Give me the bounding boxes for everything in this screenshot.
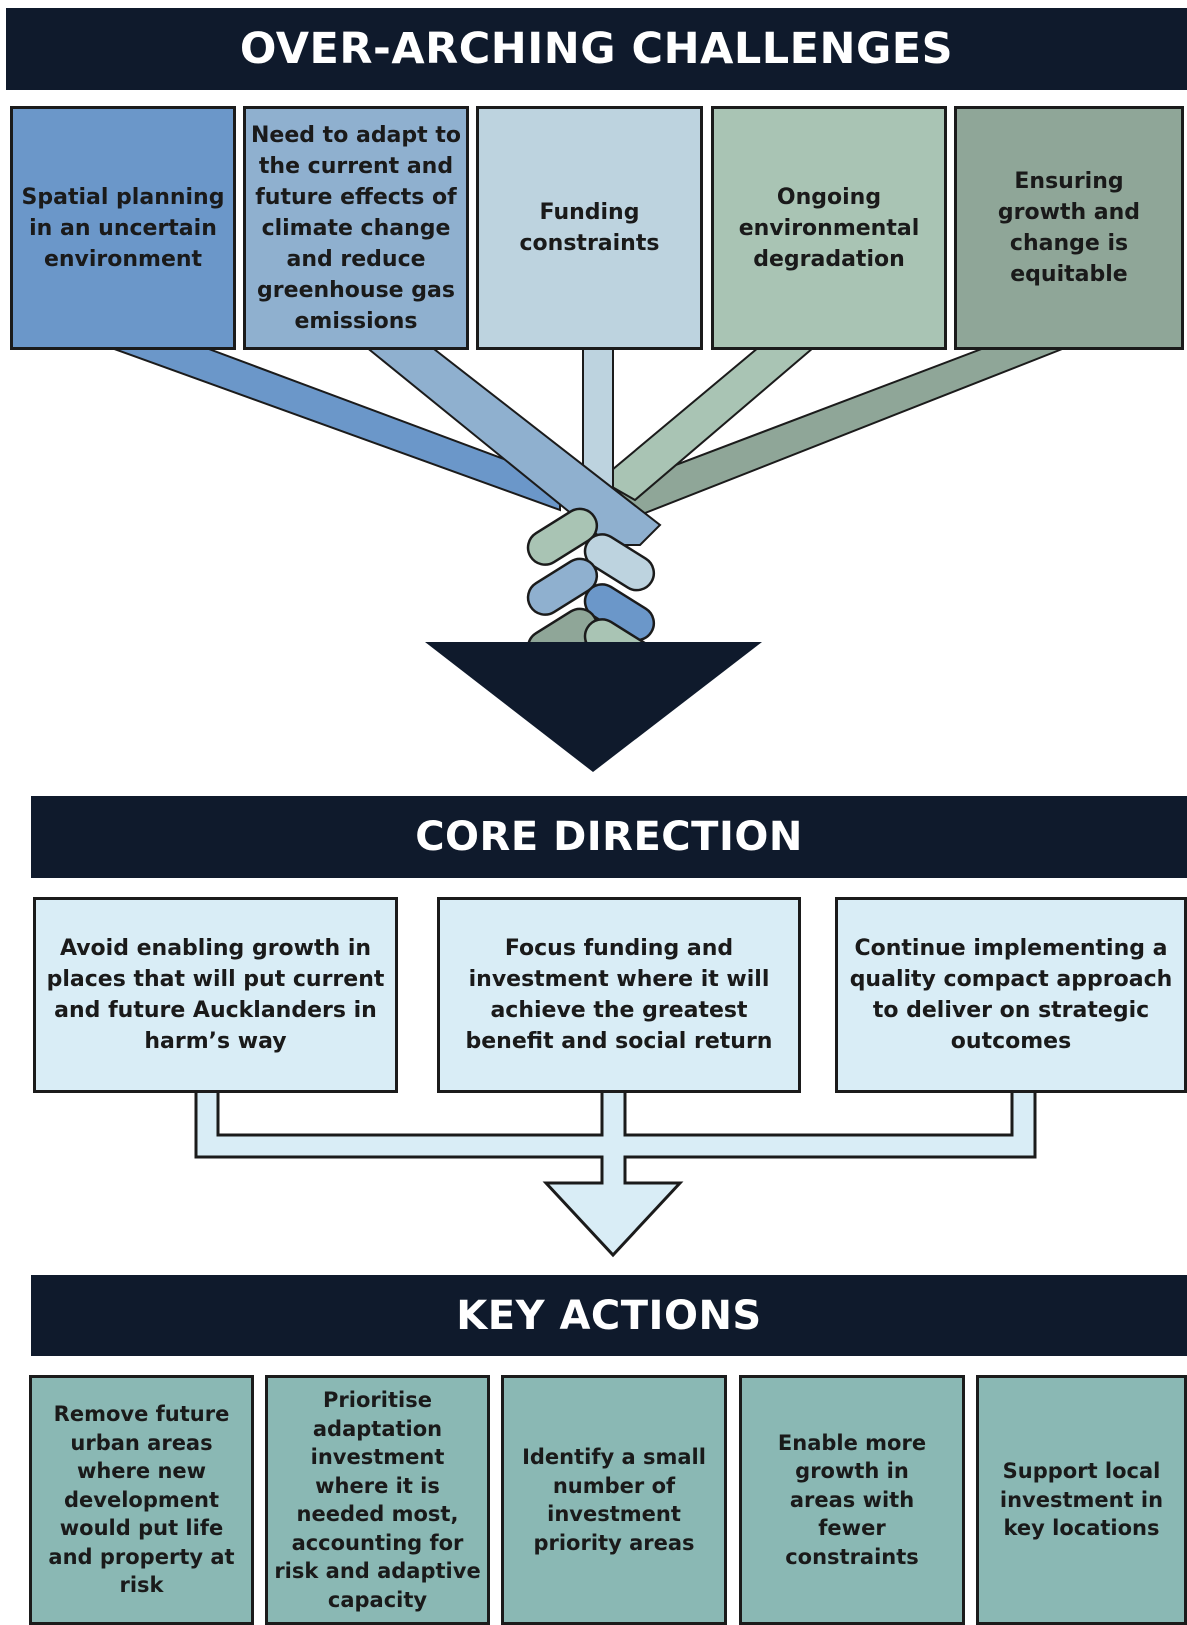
key-action-label-5: Support local investment in key location… — [999, 1459, 1164, 1541]
key-actions-title: KEY ACTIONS — [456, 1292, 762, 1339]
key-action-box-4: Enable more growth in areas with fewer c… — [739, 1375, 965, 1625]
challenge-box-4: Ongoing environmental degradation — [711, 106, 947, 350]
challenge-label-1: Spatial planning in an uncertain environ… — [21, 184, 225, 272]
key-action-label-4: Enable more growth in areas with fewer c… — [777, 1430, 927, 1569]
key-action-box-2: Prioritise adaptation investment where i… — [265, 1375, 490, 1625]
challenge-label-3: Funding constraints — [519, 200, 660, 256]
key-action-box-3: Identify a small number of investment pr… — [501, 1375, 727, 1625]
challenge-label-5: Ensuring growth and change is equitable — [997, 169, 1141, 287]
core-direction-label-2: Focus funding and investment where it wi… — [465, 936, 773, 1054]
challenge-label-2: Need to adapt to the current and future … — [251, 122, 461, 334]
challenges-title: OVER-ARCHING CHALLENGES — [239, 24, 954, 74]
key-action-box-1: Remove future urban areas where new deve… — [29, 1375, 254, 1625]
key-action-label-2: Prioritise adaptation investment where i… — [274, 1388, 481, 1612]
challenge-box-1: Spatial planning in an uncertain environ… — [10, 106, 236, 350]
key-action-label-1: Remove future urban areas where new deve… — [48, 1402, 235, 1598]
key-action-label-3: Identify a small number of investment pr… — [522, 1445, 706, 1555]
core-direction-box-2: Focus funding and investment where it wi… — [437, 897, 801, 1093]
key-action-box-5: Support local investment in key location… — [976, 1375, 1187, 1625]
core-direction-banner: CORE DIRECTION — [31, 796, 1187, 878]
down-arrow-dark — [425, 642, 762, 772]
challenge-box-3: Funding constraints — [476, 106, 703, 350]
core-direction-box-3: Continue implementing a quality compact … — [835, 897, 1187, 1093]
challenge-box-2: Need to adapt to the current and future … — [243, 106, 469, 350]
core-direction-box-1: Avoid enabling growth in places that wil… — [33, 897, 398, 1093]
challenge-label-4: Ongoing environmental degradation — [738, 184, 920, 272]
core-direction-label-3: Continue implementing a quality compact … — [849, 936, 1173, 1054]
key-actions-banner: KEY ACTIONS — [31, 1275, 1187, 1356]
core-direction-title: CORE DIRECTION — [415, 814, 803, 860]
challenges-banner: OVER-ARCHING CHALLENGES — [6, 8, 1187, 90]
challenge-box-5: Ensuring growth and change is equitable — [954, 106, 1184, 350]
core-direction-label-1: Avoid enabling growth in places that wil… — [46, 936, 385, 1054]
core-direction-connector — [194, 1088, 1037, 1258]
